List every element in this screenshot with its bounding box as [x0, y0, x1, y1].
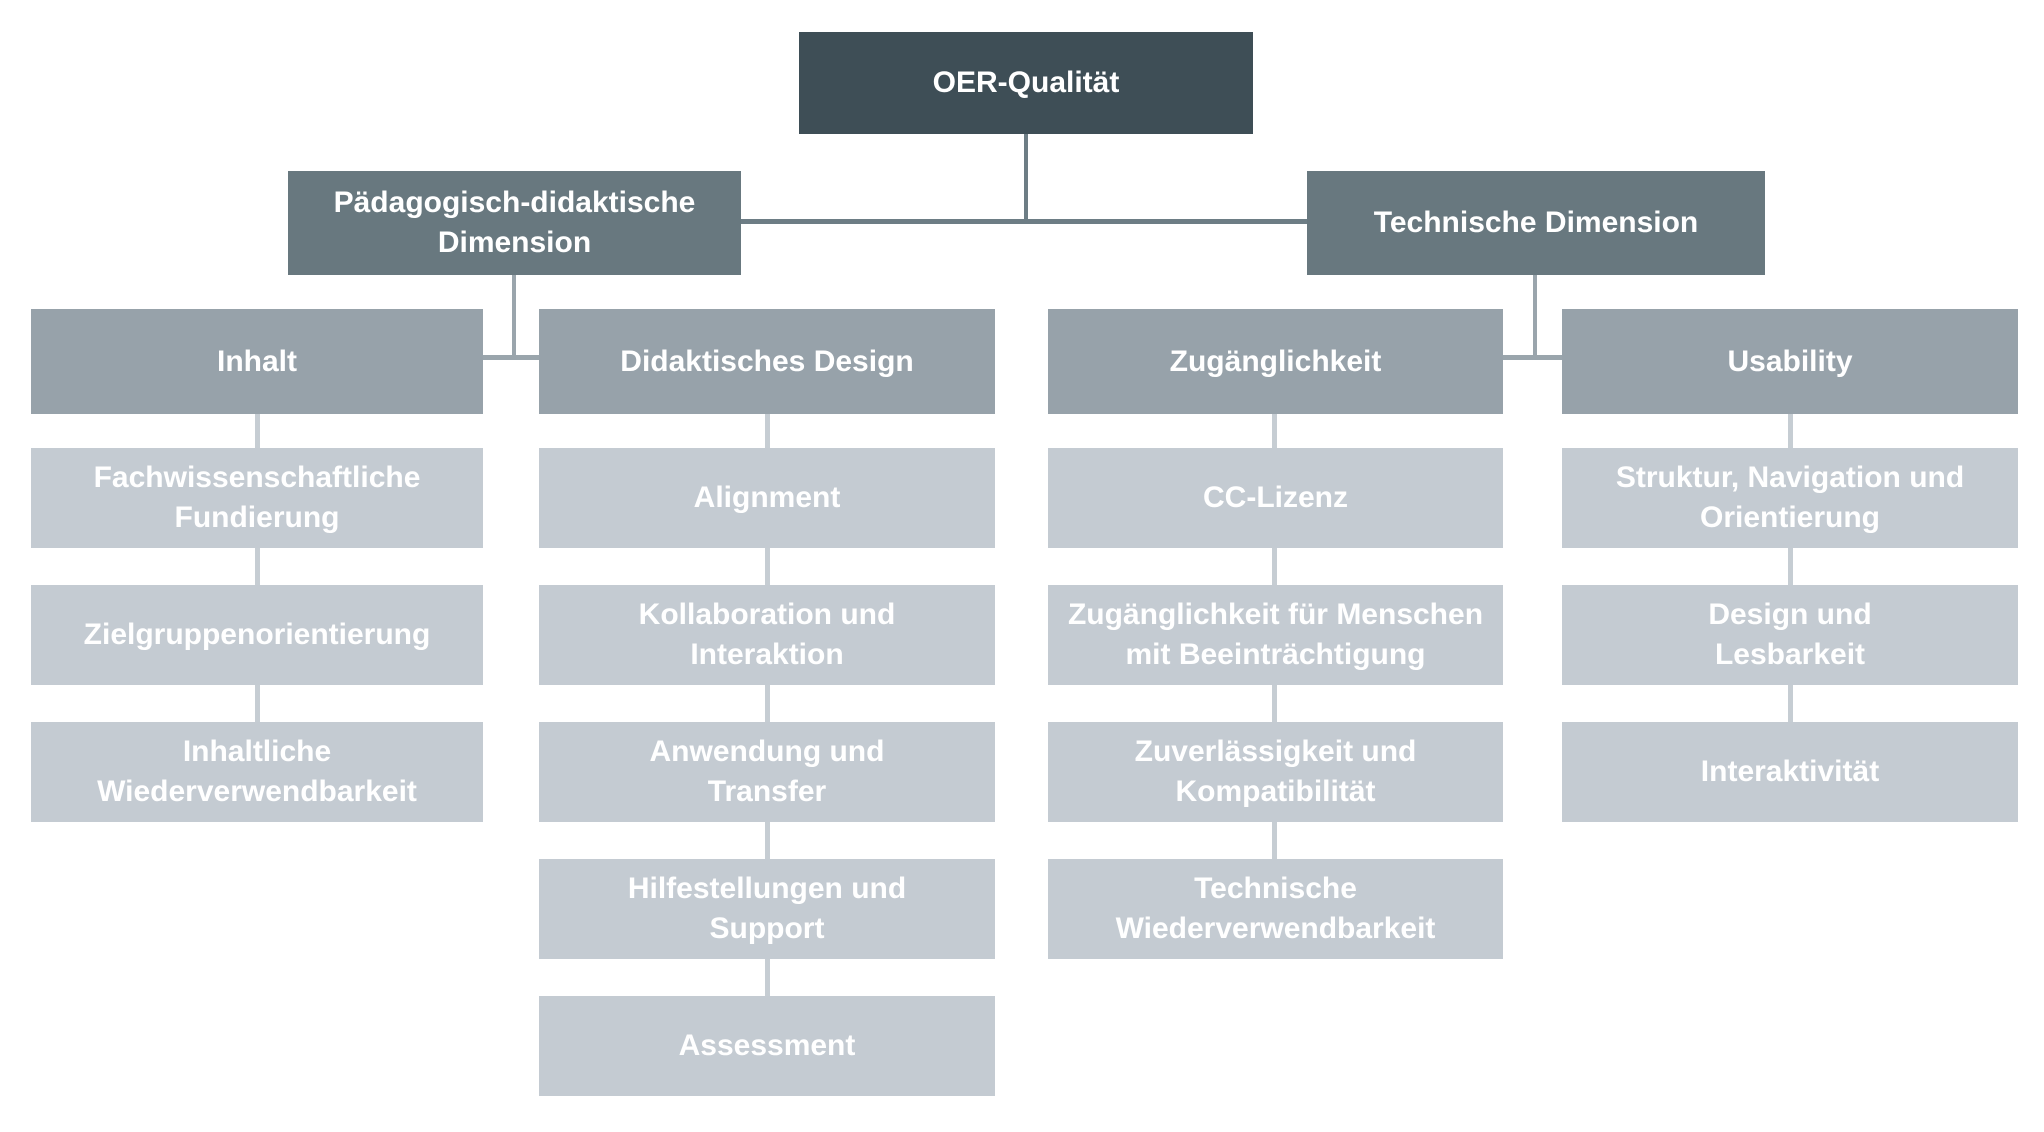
- item-fachwissenschaftliche-fundierung: Fachwissenschaftliche Fundierung: [31, 448, 483, 548]
- connector-col2-item2-item3: [765, 685, 770, 722]
- item-technische-wiederverwendbarkeit: Technische Wiederverwendbarkeit: [1048, 859, 1503, 959]
- connector-col4-item2-item3: [1788, 685, 1793, 722]
- connector-col3-item1-item2: [1272, 548, 1277, 585]
- connector-col4-item1-item2: [1788, 548, 1793, 585]
- connector-root-stem: [1024, 134, 1028, 223]
- connector-col3-item3-item4: [1272, 822, 1277, 859]
- connector-col4-header-item1: [1788, 414, 1793, 448]
- connector-paedagogisch-stub: [483, 355, 539, 360]
- item-zugaenglichkeit-fuer-menschen: Zugänglichkeit für Menschen mit Beeinträ…: [1048, 585, 1503, 685]
- category-header-zugaenglichkeit: Zugänglichkeit: [1048, 309, 1503, 414]
- item-kollaboration-und-interaktion: Kollaboration und Interaktion: [539, 585, 995, 685]
- item-interaktivitaet: Interaktivität: [1562, 722, 2018, 822]
- item-hilfestellungen-und-support: Hilfestellungen und Support: [539, 859, 995, 959]
- connector-col3-header-item1: [1272, 414, 1277, 448]
- connector-technisch-stub: [1503, 355, 1562, 360]
- category-header-usability: Usability: [1562, 309, 2018, 414]
- item-alignment: Alignment: [539, 448, 995, 548]
- connector-col1-item1-item2: [255, 548, 260, 585]
- root-box-oer-qualitaet: OER-Qualität: [799, 32, 1253, 134]
- item-cc-lizenz: CC-Lizenz: [1048, 448, 1503, 548]
- connector-technisch-stem: [1533, 275, 1537, 359]
- connector-col3-item2-item3: [1272, 685, 1277, 722]
- item-design-und-lesbarkeit: Design und Lesbarkeit: [1562, 585, 2018, 685]
- item-zielgruppenorientierung: Zielgruppenorientierung: [31, 585, 483, 685]
- item-struktur-navigation-orientierung: Struktur, Navigation und Orientierung: [1562, 448, 2018, 548]
- item-anwendung-und-transfer: Anwendung und Transfer: [539, 722, 995, 822]
- dimension-box-paedagogisch-didaktisch: Pädagogisch-didaktische Dimension: [288, 171, 741, 275]
- item-zuverlaessigkeit-und-kompatibilitaet: Zuverlässigkeit und Kompatibilität: [1048, 722, 1503, 822]
- connector-col2-header-item1: [765, 414, 770, 448]
- category-header-inhalt: Inhalt: [31, 309, 483, 414]
- connector-col2-item4-item5: [765, 959, 770, 996]
- connector-col1-header-item1: [255, 414, 260, 448]
- connector-dimensions-horizontal: [741, 219, 1307, 224]
- connector-col2-item3-item4: [765, 822, 770, 859]
- connector-col1-item2-item3: [255, 685, 260, 722]
- category-header-didaktisches-design: Didaktisches Design: [539, 309, 995, 414]
- connector-col2-item1-item2: [765, 548, 770, 585]
- dimension-box-technisch: Technische Dimension: [1307, 171, 1765, 275]
- connector-paedagogisch-stem: [512, 275, 516, 359]
- item-assessment: Assessment: [539, 996, 995, 1096]
- item-inhaltliche-wiederverwendbarkeit: Inhaltliche Wiederverwendbarkeit: [31, 722, 483, 822]
